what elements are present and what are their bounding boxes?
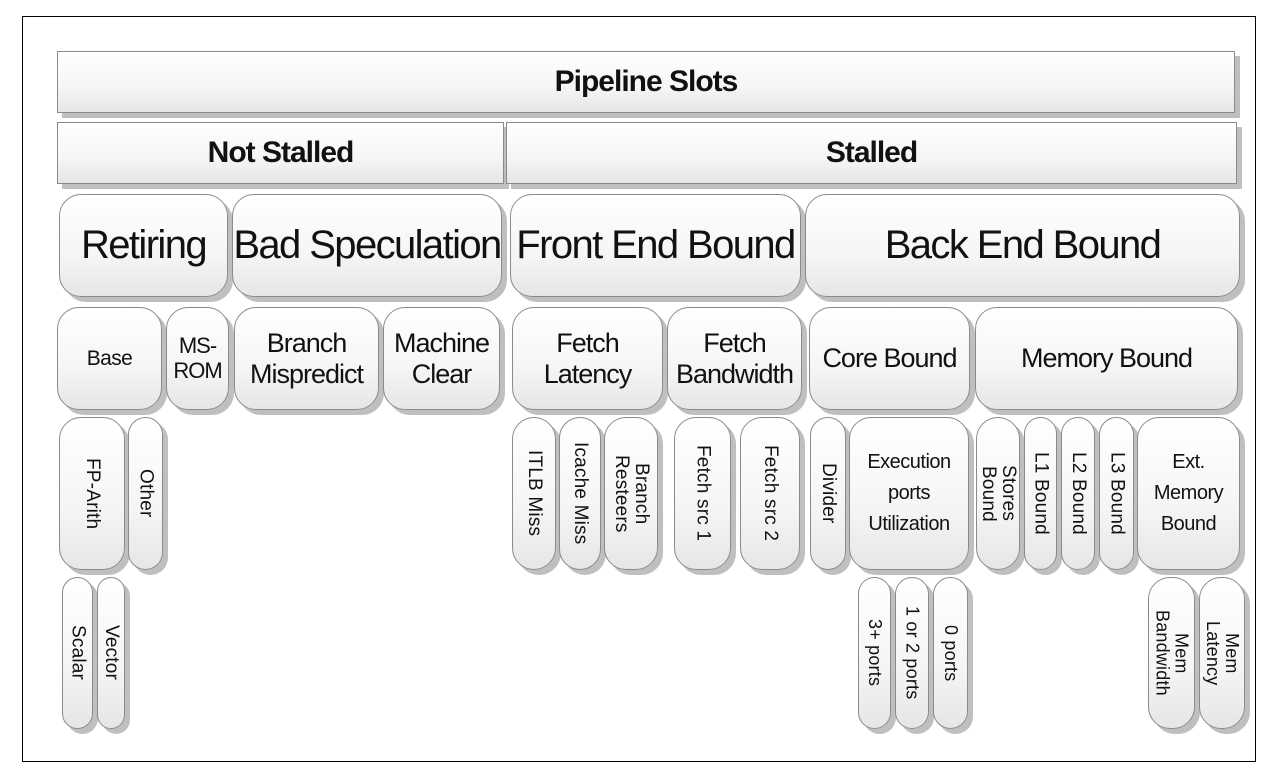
back-end-bound-box: Back End Bound <box>805 194 1240 297</box>
core-bound-box: Core Bound <box>809 307 970 410</box>
3plus-ports-box: 3+ ports <box>858 577 891 729</box>
execution-ports-utilization-box: Execution ports Utilization <box>849 417 969 570</box>
front-end-bound-box: Front End Bound <box>510 194 801 297</box>
itlb-miss-box: ITLB Miss <box>512 417 556 570</box>
fetch-src-2-box: Fetch src 2 <box>740 417 800 570</box>
machine-clear-box: Machine Clear <box>383 307 500 410</box>
stalled-box: Stalled <box>506 122 1237 184</box>
pipeline-slots-box: Pipeline Slots <box>57 51 1235 113</box>
not-stalled-box: Not Stalled <box>57 122 504 184</box>
vector-box: Vector <box>97 577 125 729</box>
l3-bound-box: L3 Bound <box>1099 417 1134 570</box>
l1-bound-box: L1 Bound <box>1024 417 1057 570</box>
l2-bound-box: L2 Bound <box>1061 417 1095 570</box>
mem-bandwidth-box: Mem Bandwidth <box>1148 577 1195 729</box>
fetch-src-1-box: Fetch src 1 <box>674 417 731 570</box>
retiring-box: Retiring <box>59 194 228 297</box>
fetch-latency-box: Fetch Latency <box>512 307 663 410</box>
fetch-bandwidth-box: Fetch Bandwidth <box>667 307 802 410</box>
ext-memory-bound-box: Ext. Memory Bound <box>1137 417 1240 570</box>
bad-speculation-box: Bad Speculation <box>232 194 502 297</box>
icache-miss-box: Icache Miss <box>559 417 601 570</box>
mem-latency-box: Mem Latency <box>1199 577 1245 729</box>
base-box: Base <box>57 307 162 410</box>
branch-mispredict-box: Branch Mispredict <box>234 307 379 410</box>
divider-box: Divider <box>810 417 846 570</box>
other-box: Other <box>128 417 163 570</box>
fp-arith-box: FP-Arith <box>59 417 125 570</box>
scalar-box: Scalar <box>62 577 93 729</box>
ms-rom-box: MS- ROM <box>166 307 229 410</box>
0-ports-box: 0 ports <box>933 577 968 729</box>
memory-bound-box: Memory Bound <box>975 307 1238 410</box>
branch-resteers-box: Branch Resteers <box>604 417 658 570</box>
stores-bound-box: Stores Bound <box>976 417 1020 570</box>
1-or-2-ports-box: 1 or 2 ports <box>895 577 929 729</box>
